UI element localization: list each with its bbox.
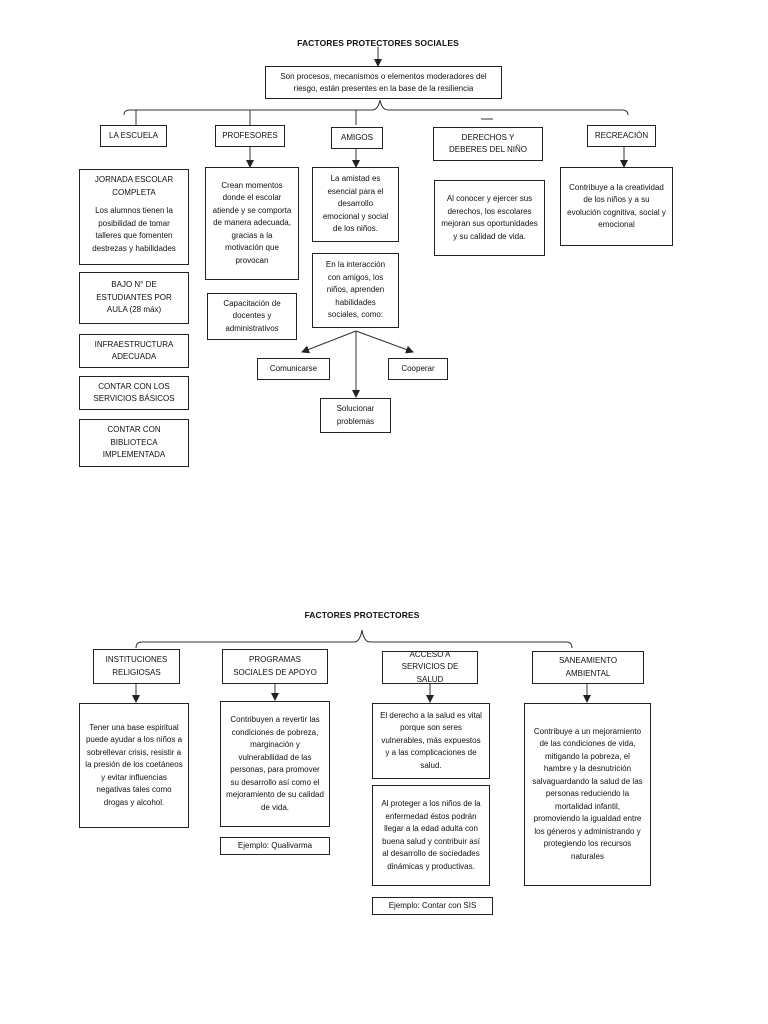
amigos-cooperar-box: Cooperar xyxy=(388,358,448,380)
programas-desc-text: Contribuyen a revertir las condiciones d… xyxy=(226,715,324,812)
amigos-solucionar-box: Solucionar problemas xyxy=(320,398,391,433)
religiosas-desc-box: Tener una base espiritual puede ayudar a… xyxy=(79,703,189,828)
escuela-infra-box: INFRAESTRUCTURA ADECUADA xyxy=(79,334,189,368)
crean-text: Crean momentos donde el escolar atiende … xyxy=(212,180,292,265)
category-saneamiento-label: SANEAMIENTO AMBIENTAL xyxy=(558,656,618,678)
jornada-title: JORNADA ESCOLAR COMPLETA xyxy=(94,175,174,197)
salud-ejemplo-text: Ejemplo: Contar con SIS xyxy=(388,900,477,910)
category-salud-label: ACCESO A SERVICIOS DE SALUD xyxy=(401,651,459,684)
jornada-desc: Los alumnos tienen la posibilidad de tom… xyxy=(92,206,176,253)
solucionar-text: Solucionar problemas xyxy=(336,404,375,426)
infra-text: INFRAESTRUCTURA ADECUADA xyxy=(94,339,174,362)
derechos-desc-text: Al conocer y ejercer sus derechos, los e… xyxy=(441,194,538,241)
category-derechos: DERECHOS Y DEBERES DEL NIÑO xyxy=(433,127,543,161)
amigos-comunicarse-box: Comunicarse xyxy=(257,358,330,380)
derechos-desc-box: Al conocer y ejercer sus derechos, los e… xyxy=(434,180,545,256)
salud-desc2-box: Al proteger a los niños de la enfermedad… xyxy=(372,785,490,886)
escuela-bajo-box: BAJO N° DE ESTUDIANTES POR AULA (28 máx) xyxy=(79,272,189,324)
escuela-jornada-box: JORNADA ESCOLAR COMPLETA Los alumnos tie… xyxy=(79,169,189,265)
amigos-interaccion-box: En la interacción con amigos, los niños,… xyxy=(312,253,399,328)
category-profesores: PROFESORES xyxy=(215,125,285,147)
category-religiosas-label: INSTITUCIONES RELIGIOSAS xyxy=(105,655,168,677)
category-derechos-label: DERECHOS Y DEBERES DEL NIÑO xyxy=(449,132,527,155)
category-religiosas: INSTITUCIONES RELIGIOSAS xyxy=(93,649,180,684)
programas-desc-box: Contribuyen a revertir las condiciones d… xyxy=(220,701,330,827)
saneamiento-desc-text: Contribuye a un mejoramiento de las cond… xyxy=(532,726,643,861)
amigos-amistad-box: La amistad es esencial para el desarroll… xyxy=(312,167,399,242)
salud-desc2-text: Al proteger a los niños de la enfermedad… xyxy=(381,799,481,871)
category-escuela-label: LA ESCUELA xyxy=(109,130,158,140)
programas-ejemplo-text: Ejemplo: Qualivarma xyxy=(237,840,313,850)
biblioteca-text: CONTAR CON BIBLIOTECA IMPLEMENTADA xyxy=(102,425,166,460)
arrow-to-cooperar xyxy=(355,330,414,354)
capacitacion-text: Capacitación de docentes y administrativ… xyxy=(223,298,281,333)
definition-text: Son procesos, mecanismos o elementos mod… xyxy=(280,71,487,93)
diagram2-title: FACTORES PROTECTORES xyxy=(304,610,420,620)
interaccion-text: En la interacción con amigos, los niños,… xyxy=(325,260,386,320)
amistad-text: La amistad es esencial para el desarroll… xyxy=(322,174,389,234)
comunicarse-text: Comunicarse xyxy=(269,363,318,373)
category-recreacion: RECREACIÓN xyxy=(587,125,656,147)
salud-desc1-text: El derecho a la salud es vital porque so… xyxy=(380,710,482,770)
programas-ejemplo-box: Ejemplo: Qualivarma xyxy=(220,837,330,855)
bajo-text: BAJO N° DE ESTUDIANTES POR AULA (28 máx) xyxy=(96,280,172,315)
brace-factores xyxy=(135,629,573,649)
recreacion-desc-box: Contribuye a la creatividad de los niños… xyxy=(560,167,673,246)
category-amigos-label: AMIGOS xyxy=(340,132,373,142)
definition-box: Son procesos, mecanismos o elementos mod… xyxy=(265,66,502,99)
arrow-to-comunicarse xyxy=(301,330,357,354)
salud-desc1-box: El derecho a la salud es vital porque so… xyxy=(372,703,490,779)
category-programas: PROGRAMAS SOCIALES DE APOYO xyxy=(222,649,328,684)
category-salud: ACCESO A SERVICIOS DE SALUD xyxy=(382,651,478,684)
brace-definition xyxy=(123,99,629,116)
saneamiento-desc-box: Contribuye a un mejoramiento de las cond… xyxy=(524,703,651,886)
salud-ejemplo-box: Ejemplo: Contar con SIS xyxy=(372,897,493,915)
profesores-crean-box: Crean momentos donde el escolar atiende … xyxy=(205,167,299,280)
profesores-capacitacion-box: Capacitación de docentes y administrativ… xyxy=(207,293,297,340)
category-escuela: LA ESCUELA xyxy=(100,125,167,147)
diagram1-title: FACTORES PROTECTORES SOCIALES xyxy=(297,38,459,48)
cooperar-text: Cooperar xyxy=(401,363,435,373)
recreacion-desc-text: Contribuye a la creatividad de los niños… xyxy=(567,182,666,230)
category-recreacion-label: RECREACIÓN xyxy=(594,130,649,140)
category-profesores-label: PROFESORES xyxy=(222,130,278,140)
servicios-text: CONTAR CON LOS SERVICIOS BÁSICOS xyxy=(93,381,175,404)
category-amigos: AMIGOS xyxy=(331,127,383,149)
religiosas-desc-text: Tener una base espiritual puede ayudar a… xyxy=(85,722,183,807)
escuela-biblioteca-box: CONTAR CON BIBLIOTECA IMPLEMENTADA xyxy=(79,419,189,467)
escuela-servicios-box: CONTAR CON LOS SERVICIOS BÁSICOS xyxy=(79,376,189,410)
category-saneamiento: SANEAMIENTO AMBIENTAL xyxy=(532,651,644,684)
category-programas-label: PROGRAMAS SOCIALES DE APOYO xyxy=(233,655,317,677)
